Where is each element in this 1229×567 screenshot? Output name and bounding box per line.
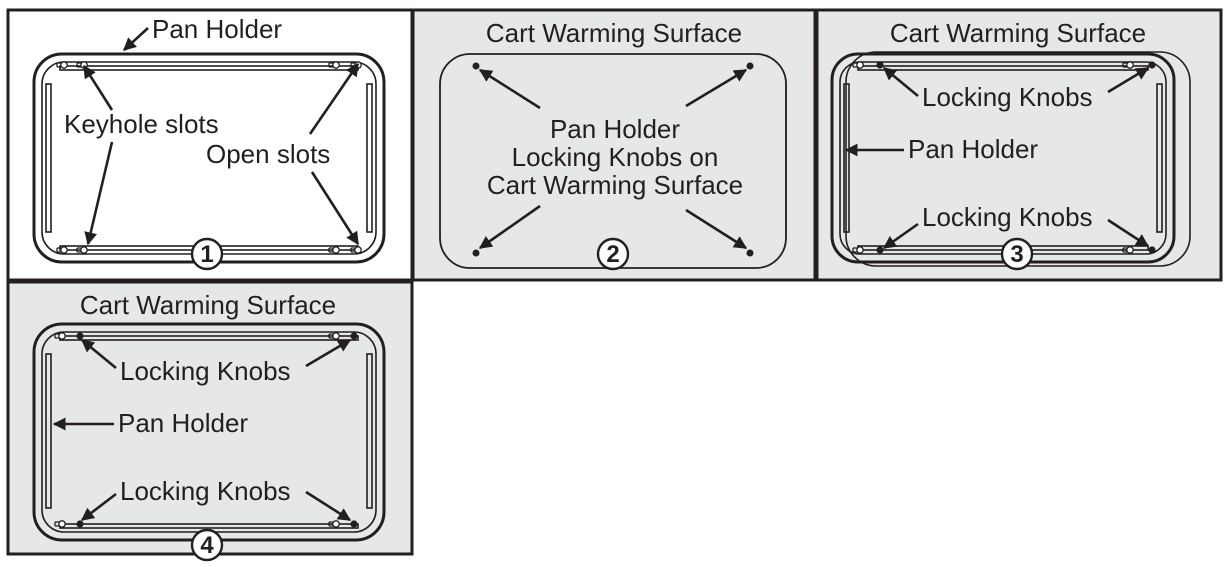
panel-1-keyhole-arrow-down xyxy=(84,141,114,246)
panel-4-arrow-top-right xyxy=(305,338,352,368)
panel-2-number: 2 xyxy=(606,241,619,268)
panel-2: Cart Warming Surface Pan Holder Locking … xyxy=(411,8,817,282)
panel-3-bottom-knobs-label: Locking Knobs xyxy=(922,202,1093,232)
panel-2-knob-top-left xyxy=(472,62,480,70)
panel-3-arrow-top-right xyxy=(1107,66,1150,94)
panel-3-arrow-bottom-left xyxy=(882,222,919,250)
panel-3-knob-bottom-left xyxy=(876,246,884,254)
panel-2-center-line-1: Pan Holder xyxy=(550,114,680,144)
panel-2-knob-bottom-right xyxy=(746,249,754,257)
panel-4: Cart Warming Surface Locking Knobs Pan H… xyxy=(6,280,414,562)
panel-1-rail-right xyxy=(366,83,373,233)
panel-3-number: 3 xyxy=(1010,241,1023,268)
panel-3-knob-bottom-right xyxy=(1148,246,1156,254)
panel-3-top-knobs-label: Locking Knobs xyxy=(922,82,1093,112)
panel-4-knob-top-right xyxy=(350,332,358,340)
panel-1-keyhole-slots-label: Keyhole slots xyxy=(64,109,219,139)
panel-3: Cart Warming Surface Locking Knobs Pan H… xyxy=(815,8,1223,282)
panel-2-arrow-bottom-right xyxy=(685,208,748,250)
panel-3-knob-top-right xyxy=(1148,61,1156,69)
panel-1-rail-left xyxy=(45,83,52,233)
panel-4-pan-holder-label: Pan Holder xyxy=(118,408,248,438)
panel-3-arrow-top-left xyxy=(882,66,919,98)
panel-1-open-arrow-down xyxy=(310,171,360,246)
panel-3-rail-right xyxy=(1156,83,1163,233)
panel-3-arrow-bottom-right xyxy=(1107,218,1150,248)
panel-3-pan-holder-label: Pan Holder xyxy=(908,134,1038,164)
panel-2-knob-bottom-left xyxy=(472,249,480,257)
panel-2-arrow-top-right xyxy=(685,68,748,108)
panel-2-number-badge xyxy=(596,237,630,271)
panel-1-number-badge xyxy=(190,237,224,271)
panel-4-knob-top-left xyxy=(76,332,84,340)
panel-2-title: Cart Warming Surface xyxy=(486,18,742,48)
panel-1-open-slots-label: Open slots xyxy=(206,139,330,169)
panel-4-title: Cart Warming Surface xyxy=(80,290,336,320)
panel-3-number-badge xyxy=(1000,237,1034,271)
panel-1-pan-holder-label: Pan Holder xyxy=(152,14,282,44)
panel-4-arrow-bottom-right xyxy=(305,490,352,522)
panel-1-open-arrow-up xyxy=(308,62,360,135)
panel-3-title: Cart Warming Surface xyxy=(890,18,1146,48)
panel-4-arrow-top-left xyxy=(80,338,117,370)
panel-4-number: 4 xyxy=(200,532,214,559)
panel-1-keyhole-arrow-up xyxy=(82,64,114,111)
panel-2-center-line-3: Cart Warming Surface xyxy=(487,170,743,200)
panel-1-pan-holder-arrow xyxy=(123,27,149,51)
panel-2-center-line-2: Locking Knobs on xyxy=(512,142,719,172)
panel-3-knob-top-left xyxy=(876,61,884,69)
panel-4-knob-bottom-left xyxy=(76,520,84,528)
panel-4-knob-bottom-right xyxy=(350,520,358,528)
panel-4-number-badge xyxy=(190,528,224,562)
panel-2-knob-top-right xyxy=(746,62,754,70)
panel-4-rail-left xyxy=(45,353,52,509)
panel-2-frame xyxy=(411,8,817,282)
panel-4-rail-right xyxy=(366,353,373,509)
panel-4-top-knobs-label: Locking Knobs xyxy=(120,356,291,386)
panel-1-number: 1 xyxy=(200,241,213,268)
panel-2-arrow-bottom-left xyxy=(478,204,541,250)
panel-1: Pan Holder Keyhole slots Open slots 1 xyxy=(6,8,414,282)
panel-3-rail-left xyxy=(843,83,850,233)
panel-4-bottom-knobs-label: Locking Knobs xyxy=(120,476,291,506)
panel-4-arrow-bottom-left xyxy=(80,492,117,522)
panel-2-arrow-top-left xyxy=(478,68,541,110)
